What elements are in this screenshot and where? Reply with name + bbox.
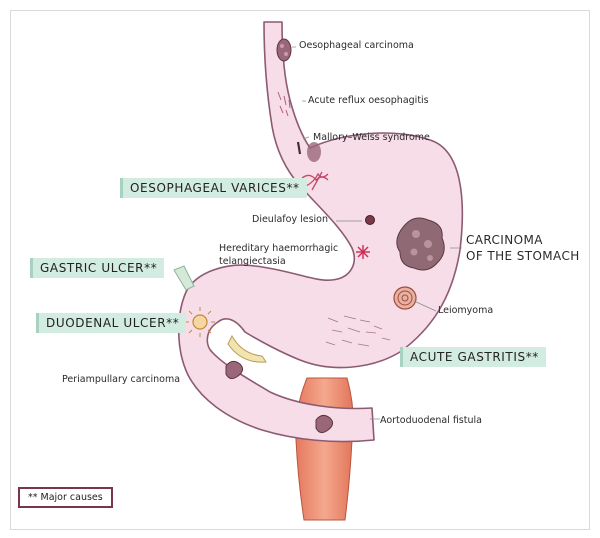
label-dieulafoy-lesion: Dieulafoy lesion (252, 214, 328, 225)
dieulafoy-lesion (365, 215, 375, 225)
aortoduodenal-fistula-lesion (315, 414, 334, 434)
pointer-lines (292, 46, 462, 420)
gastric-ulcer-stub (173, 265, 195, 291)
cause-oesophageal-varices: OESOPHAGEAL VARICES** (120, 178, 307, 198)
stomach (177, 21, 464, 443)
label-hht-line2: telangiectasia (219, 256, 286, 267)
label-aortoduodenal-fistula: Aortoduodenal fistula (380, 415, 482, 426)
reflux-oesophagitis-streaks (277, 91, 291, 117)
duodenal-ulcer-lesion (185, 307, 215, 337)
label-carcinoma-line1: CARCINOMA (466, 233, 543, 247)
label-carcinoma-line2: OF THE STOMACH (466, 249, 580, 263)
legend-major-causes: ** Major causes (18, 487, 113, 508)
telangiectasia-spot (356, 245, 370, 259)
gastric-carcinoma-mass (396, 217, 445, 271)
label-hht-line1: Hereditary haemorrhagic (219, 243, 339, 254)
varices-vessels (301, 171, 329, 191)
aorta (295, 377, 354, 521)
label-leiomyoma: Leiomyoma (438, 305, 494, 316)
label-mallory-weiss-syndrome: Mallory–Weiss syndrome (313, 132, 430, 143)
periampullary-carcinoma-lesion (225, 360, 244, 380)
mallory-weiss-tear (296, 141, 302, 155)
label-acute-reflux-oesophagitis: Acute reflux oesophagitis (308, 95, 429, 106)
bile-duct (227, 334, 267, 363)
gastritis-markings (325, 315, 391, 347)
cause-duodenal-ulcer: DUODENAL ULCER** (36, 313, 187, 333)
leiomyoma-mass (393, 286, 417, 310)
cause-gastric-ulcer: GASTRIC ULCER** (30, 258, 165, 278)
cause-acute-gastritis: ACUTE GASTRITIS** (400, 347, 546, 367)
label-periampullary-carcinoma: Periampullary carcinoma (62, 374, 181, 385)
oesophageal-carcinoma-lesion (276, 38, 292, 62)
label-oesophageal-carcinoma: Oesophageal carcinoma (299, 40, 414, 51)
